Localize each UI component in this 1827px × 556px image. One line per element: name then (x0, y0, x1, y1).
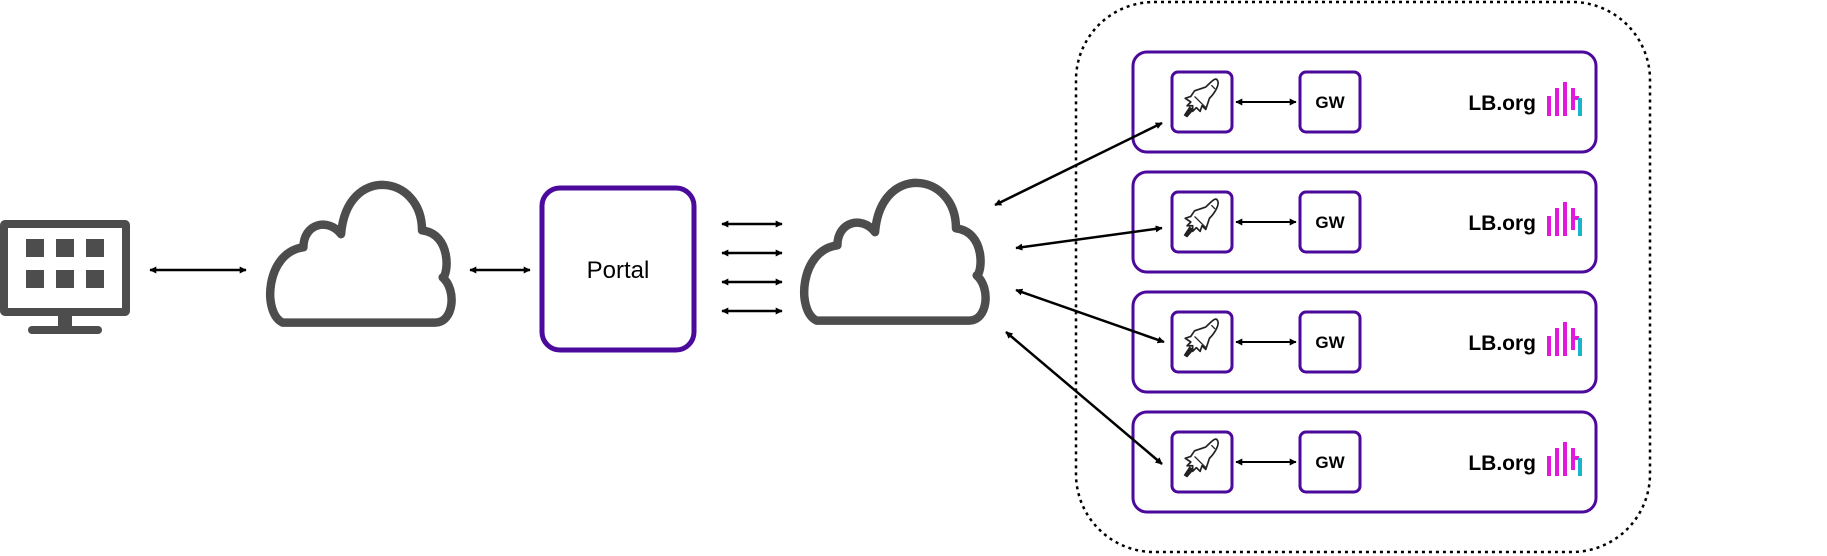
org-logo-icon (1547, 82, 1582, 116)
environment-row: GW LB.org (1131, 410, 1598, 514)
org-logo-icon (1547, 202, 1582, 236)
gateway-box (1298, 190, 1362, 254)
portal-box: Portal (539, 185, 697, 353)
gateway-label: GW (1315, 333, 1345, 352)
org-label: LB.org (1468, 332, 1536, 355)
org-label: LB.org (1468, 452, 1536, 475)
org-label: LB.org (1468, 212, 1536, 235)
gateway-label: GW (1315, 453, 1345, 472)
environment-row: GW LB.org (1131, 290, 1598, 394)
cloud-icon (804, 183, 985, 321)
arrow-cloud-to-row (1005, 331, 1163, 465)
gateway-label: GW (1315, 93, 1345, 112)
org-logo-icon (1547, 322, 1582, 356)
environment-row: GW LB.org (1131, 170, 1598, 274)
environment-boundary (1074, 0, 1652, 554)
org-label: LB.org (1468, 92, 1536, 115)
arrow-cloud-to-row (1015, 225, 1163, 251)
portal-label: Portal (587, 257, 650, 284)
row-box (1131, 170, 1598, 274)
monitor-icon (0, 220, 130, 334)
cloud-icon (270, 185, 451, 323)
org-logo-icon (1547, 442, 1582, 476)
row-box (1131, 50, 1598, 154)
cloud-to-rows-arrows (994, 121, 1165, 465)
gateway-label: GW (1315, 213, 1345, 232)
portal-arrows (721, 220, 783, 315)
environment-row: GW LB.org (1131, 50, 1598, 154)
gateway-box (1298, 310, 1362, 374)
gateway-box (1298, 430, 1362, 494)
gateway-box (1298, 70, 1362, 134)
arrow-cloud-to-row (994, 121, 1163, 207)
